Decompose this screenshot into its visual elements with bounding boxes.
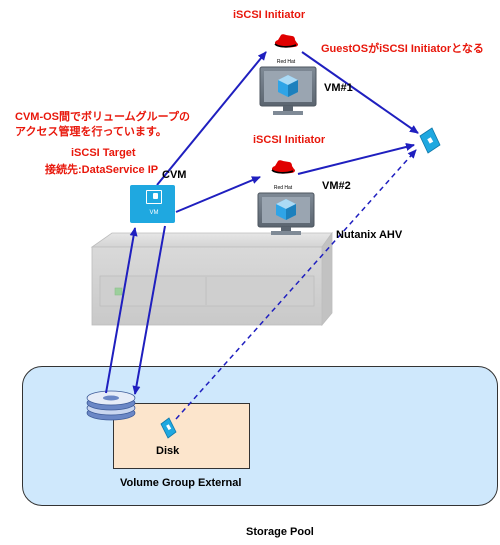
redhat-logo-mid bbox=[271, 160, 295, 174]
storage-pool-container bbox=[22, 366, 498, 506]
arrow-vm1-to-device bbox=[301, 51, 419, 134]
connection-arrows bbox=[105, 51, 419, 420]
vm1-monitor-icon bbox=[259, 66, 317, 115]
vm2-monitor-icon bbox=[257, 192, 315, 235]
iscsi-device-icon bbox=[419, 127, 441, 154]
vm1-label: VM#1 bbox=[324, 82, 353, 94]
cvm-icon bbox=[130, 185, 175, 223]
cvm-note-line2: アクセス管理を行っています。 bbox=[15, 126, 167, 138]
server-chassis bbox=[90, 231, 333, 327]
arrow-cvm-to-vm2 bbox=[175, 176, 261, 213]
nutanix-ahv-label: Nutanix AHV bbox=[336, 229, 403, 241]
cvm-icon-text: VM bbox=[149, 210, 159, 216]
volume-group-box bbox=[113, 403, 250, 469]
redhat-logo-top bbox=[274, 34, 298, 48]
cvm-label: CVM bbox=[162, 169, 187, 181]
vm2-label: VM#2 bbox=[322, 180, 351, 192]
iscsi-initiator-mid-label: iSCSI Initiator bbox=[253, 134, 326, 146]
arrow-vm2-to-device bbox=[297, 143, 415, 175]
redhat-text-mid: Red Hat bbox=[274, 185, 293, 191]
volume-disk-stack bbox=[86, 390, 136, 421]
arrow-disk-to-device-dashed bbox=[175, 149, 417, 420]
arrow-cvm-to-volume bbox=[132, 225, 166, 395]
connection-target-label: 接続先:DataService IP bbox=[45, 164, 159, 176]
guest-os-note: GuestOSがiSCSI Initiatorとなる bbox=[321, 43, 484, 55]
iscsi-target-label: iSCSI Target bbox=[71, 147, 136, 159]
arrow-cvm-to-vm1 bbox=[156, 51, 267, 186]
disk-label: Disk bbox=[156, 445, 180, 457]
cvm-screen-icon bbox=[146, 190, 162, 204]
cvm-screen-glyph bbox=[153, 193, 158, 199]
redhat-text-top: Red Hat bbox=[277, 59, 296, 65]
iscsi-initiator-top-label: iSCSI Initiator bbox=[233, 9, 306, 21]
disk-icon bbox=[160, 417, 177, 439]
arrow-volume-to-cvm bbox=[105, 227, 138, 394]
volume-group-label: Volume Group External bbox=[120, 477, 242, 489]
cvm-note-line1: CVM-OS間でボリュームグループの bbox=[15, 111, 191, 123]
storage-pool-label: Storage Pool bbox=[246, 526, 314, 538]
